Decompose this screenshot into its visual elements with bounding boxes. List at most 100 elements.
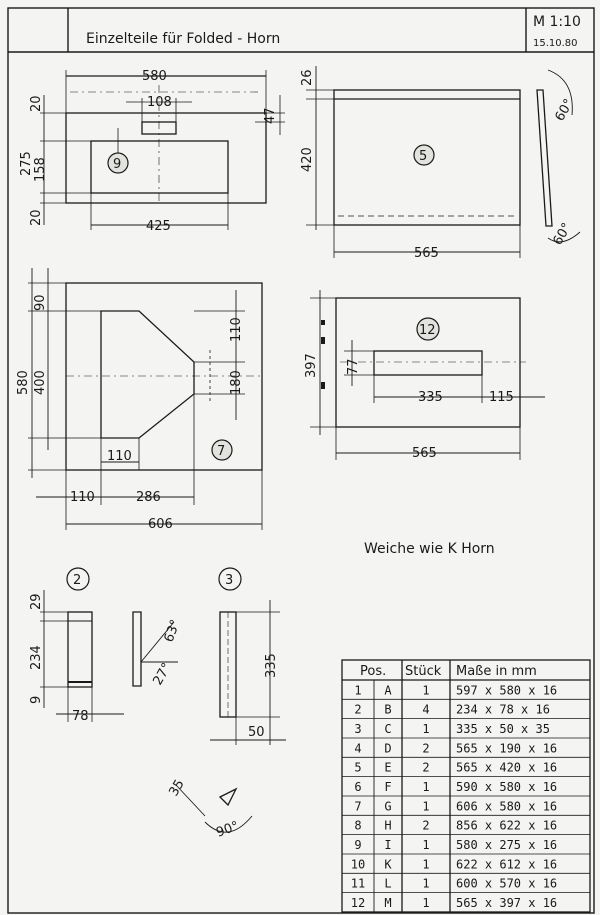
row-number: 8 xyxy=(354,819,361,833)
dim-580-p7: 580 xyxy=(16,370,31,395)
table-row: 7 G 1 606 x 580 x 16 xyxy=(354,799,557,813)
row-size: 606 x 580 x 16 xyxy=(456,799,557,813)
angle-60-lower: 60° xyxy=(550,221,575,248)
dim-158: 158 xyxy=(33,157,48,182)
row-count: 1 xyxy=(422,896,429,910)
triangle-labels: 35 90° xyxy=(166,777,241,841)
part-9-inner-panel xyxy=(90,140,229,194)
row-letter: G xyxy=(384,799,391,813)
row-letter: A xyxy=(384,683,392,697)
row-count: 1 xyxy=(422,877,429,891)
row-letter: E xyxy=(384,761,391,775)
row-number: 1 xyxy=(354,683,361,697)
part-3-outline xyxy=(219,611,237,718)
row-count: 1 xyxy=(422,799,429,813)
dim-90: 90 xyxy=(33,294,48,311)
part-2-labels: 29 234 9 78 63° 27° xyxy=(29,593,184,724)
svg-text:3: 3 xyxy=(225,573,233,588)
row-number: 7 xyxy=(354,799,361,813)
part-7-cutout xyxy=(100,310,195,439)
balloon-7: 7 xyxy=(211,439,233,461)
row-letter: M xyxy=(384,896,391,910)
row-letter: D xyxy=(384,741,391,755)
triangle-drawing xyxy=(175,784,253,833)
angle-90: 90° xyxy=(214,819,241,841)
row-size: 590 x 580 x 16 xyxy=(456,780,557,794)
row-size: 600 x 570 x 16 xyxy=(456,877,557,891)
part-12-slot xyxy=(373,350,483,376)
part-12-outline xyxy=(335,297,521,428)
dim-9: 9 xyxy=(29,696,44,704)
row-size: 565 x 397 x 16 xyxy=(456,896,557,910)
part-12-labels: 397 77 335 115 565 xyxy=(304,353,514,461)
row-number: 6 xyxy=(354,780,361,794)
row-size: 565 x 420 x 16 xyxy=(456,761,557,775)
dim-397: 397 xyxy=(304,353,319,378)
part-9-labels: 580 108 47 20 275 158 20 425 xyxy=(19,69,278,234)
part-7-outline xyxy=(65,282,263,471)
triangle-shape xyxy=(218,787,238,807)
row-number: 11 xyxy=(351,877,365,891)
scale-label: M 1:10 xyxy=(533,14,581,30)
row-letter: B xyxy=(384,703,391,717)
dim-335-p3: 335 xyxy=(264,653,279,678)
row-number: 12 xyxy=(351,896,365,910)
balloon-2: 2 xyxy=(66,567,90,591)
row-count: 1 xyxy=(422,722,429,736)
parts-table xyxy=(341,659,591,913)
row-number: 4 xyxy=(354,741,361,755)
drawing-title: Einzelteile für Folded - Horn xyxy=(86,31,280,47)
title-block xyxy=(7,7,595,914)
dim-606: 606 xyxy=(148,517,173,532)
svg-text:7: 7 xyxy=(217,444,225,459)
dim-50: 50 xyxy=(248,725,265,740)
svg-text:5: 5 xyxy=(419,149,427,164)
position-balloons: 9 5 7 12 2 3 xyxy=(66,144,440,591)
part-12-drawing xyxy=(310,290,545,460)
svg-text:9: 9 xyxy=(113,157,121,172)
row-size: 335 x 50 x 35 xyxy=(456,722,550,736)
row-count: 1 xyxy=(422,857,429,871)
crossover-note: Weiche wie K Horn xyxy=(364,541,495,557)
row-count: 4 xyxy=(422,703,429,717)
row-letter: L xyxy=(384,877,391,891)
part-3-drawing xyxy=(210,600,286,745)
dim-180: 180 xyxy=(229,370,244,395)
dim-35: 35 xyxy=(166,777,187,799)
part-2-outline xyxy=(67,611,93,688)
row-size: 622 x 612 x 16 xyxy=(456,857,557,871)
dim-335-p12: 335 xyxy=(418,390,443,405)
part-9-drawing xyxy=(40,70,285,230)
dim-77: 77 xyxy=(346,358,361,375)
table-header-size: Maße in mm xyxy=(456,664,537,679)
row-letter: C xyxy=(384,722,391,736)
row-letter: H xyxy=(384,819,391,833)
dim-110-left: 110 xyxy=(70,490,95,505)
table-row: 11 L 1 600 x 570 x 16 xyxy=(351,877,557,891)
part-7-drawing xyxy=(28,268,263,530)
dim-20-bottom: 20 xyxy=(29,209,44,226)
row-number: 5 xyxy=(354,761,361,775)
row-size: 856 x 622 x 16 xyxy=(456,819,557,833)
row-size: 565 x 190 x 16 xyxy=(456,741,557,755)
row-letter: K xyxy=(384,857,392,871)
dim-115: 115 xyxy=(489,390,514,405)
row-number: 2 xyxy=(354,703,361,717)
row-count: 2 xyxy=(422,819,429,833)
part-5-side-profile xyxy=(536,89,553,227)
row-letter: F xyxy=(384,780,391,794)
svg-text:2: 2 xyxy=(73,573,81,588)
row-number: 3 xyxy=(354,722,361,736)
dim-400: 400 xyxy=(33,370,48,395)
balloon-12: 12 xyxy=(416,317,440,341)
dim-425: 425 xyxy=(146,219,171,234)
table-row: 3 C 1 335 x 50 x 35 xyxy=(354,722,550,736)
angle-63: 63° xyxy=(162,618,184,645)
